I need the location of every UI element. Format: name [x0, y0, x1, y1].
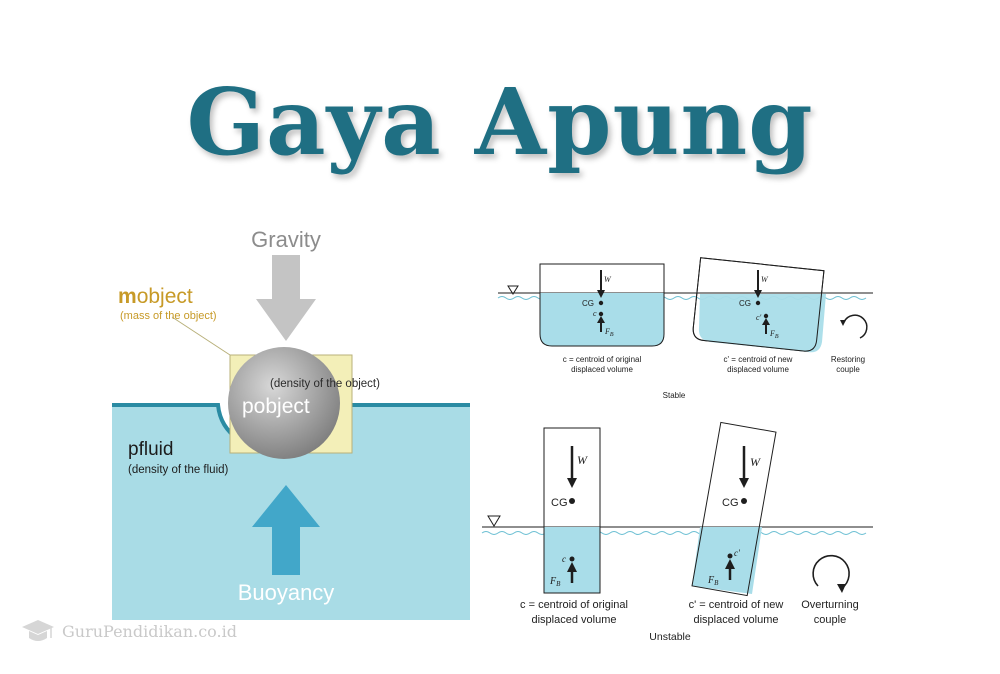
restoring-couple-head	[840, 320, 846, 326]
stable-caption-left-1: c = centroid of original	[563, 355, 642, 364]
stable-section: W CG c FB W CG c' FB	[497, 257, 873, 400]
watermark-text: GuruPendidikan.co.id	[62, 621, 237, 641]
unstable-label: Unstable	[649, 631, 691, 643]
page-title: Gaya Apung	[186, 68, 814, 176]
unstable-caption-left-1: c = centroid of original	[520, 599, 628, 611]
buoyancy-diagram-svg: Gravity mobject (mass of the object) (de…	[112, 215, 470, 620]
overturning-couple-head	[837, 584, 846, 593]
unstable-caption-mid-1: c' = centroid of new	[689, 599, 784, 611]
buoyancy-diagram: Gravity mobject (mass of the object) (de…	[112, 215, 470, 620]
stable-hull	[539, 263, 665, 347]
stability-diagram-svg: W CG c FB W CG c' FB	[481, 257, 873, 643]
unstable-buoyancy-head	[567, 562, 577, 572]
overturning-couple-icon	[812, 554, 850, 589]
stable-caption-left-2: displaced volume	[571, 365, 633, 374]
stable-tilted-weight-head	[754, 290, 762, 298]
stable-tilted-c: c'	[756, 313, 762, 322]
stable-w: W	[604, 275, 612, 284]
unstable-surface-marker	[487, 515, 501, 527]
unstable-w: W	[577, 453, 588, 467]
stable-c: c	[593, 309, 597, 318]
unstable-tilted-weight-head	[739, 478, 749, 488]
unstable-tilted-group	[691, 421, 777, 597]
stable-tilted-buoyancy-head	[762, 318, 770, 325]
buoyancy-text: Buoyancy	[238, 580, 335, 605]
mass-note: (mass of the object)	[120, 310, 217, 322]
unstable-tilted-w: W	[750, 455, 761, 469]
density-fluid-note: (density of the fluid)	[128, 464, 229, 476]
stability-diagram: W CG c FB W CG c' FB	[478, 250, 878, 650]
stable-tilted-outline-top	[692, 257, 825, 352]
unstable-tilted-buoyancy-head	[725, 559, 735, 569]
unstable-tilted-c-dot	[727, 553, 733, 559]
mobject-m: m	[118, 285, 137, 308]
unstable-caption-right-2: couple	[814, 614, 846, 626]
unstable-tilted-block	[691, 421, 777, 597]
unstable-fb: FB	[549, 576, 561, 588]
unstable-c: c	[562, 554, 566, 564]
watermark: GuruPendidikan.co.id	[20, 616, 237, 646]
stable-fb: FB	[604, 327, 614, 338]
unstable-block	[543, 427, 601, 594]
unstable-cg: CG	[551, 497, 568, 509]
unstable-tilted-submerged	[692, 527, 762, 594]
graduation-cap-icon	[22, 620, 54, 641]
gravity-arrow	[256, 255, 316, 341]
stable-c-dot	[598, 311, 604, 317]
pobject-label: pobject	[242, 395, 310, 418]
stable-surface-marker	[507, 285, 519, 295]
stable-tilted-fb: FB	[769, 329, 779, 340]
unstable-weight-head	[567, 478, 577, 488]
unstable-tilted-cg-dot	[741, 498, 747, 504]
stable-cg-dot	[598, 300, 604, 306]
stable-caption-right-1: Restoring	[831, 355, 865, 364]
restoring-couple-icon	[843, 314, 868, 339]
gravity-label: Gravity	[251, 227, 321, 252]
unstable-tilted-c: c'	[734, 548, 741, 558]
stable-buoyancy-head	[597, 316, 605, 323]
unstable-tilted-cg: CG	[722, 497, 739, 509]
stable-weight-head	[597, 290, 605, 298]
stable-tilted-hull-outline	[692, 257, 825, 352]
unstable-caption-right-1: Overturning	[801, 599, 858, 611]
unstable-caption-mid-2: displaced volume	[694, 614, 779, 626]
mobject-word: object	[137, 285, 193, 308]
unstable-caption-left-2: displaced volume	[532, 614, 617, 626]
stable-caption-mid-2: displaced volume	[727, 365, 789, 374]
stable-label: Stable	[663, 391, 686, 400]
stable-cg: CG	[582, 299, 594, 308]
unstable-tilted-fb: FB	[707, 575, 719, 587]
unstable-ripples	[481, 531, 867, 535]
stable-caption-mid-1: c' = centroid of new	[724, 355, 793, 364]
object-sphere	[228, 347, 340, 459]
stable-tilted-submerged	[698, 294, 826, 353]
stable-tilted-w: W	[761, 275, 769, 284]
stable-tilted-c-dot	[763, 313, 769, 319]
unstable-section: W CG c FB W CG c' FB	[481, 421, 873, 643]
stable-tilted-cg: CG	[739, 299, 751, 308]
buoyancy-arrow	[252, 485, 320, 575]
density-object-note: (density of the object)	[270, 378, 380, 390]
stable-tilted-cg-dot	[755, 300, 761, 306]
pfluid-label: pfluid	[128, 439, 173, 460]
unstable-cg-dot	[569, 498, 575, 504]
stable-caption-right-2: couple	[836, 365, 860, 374]
unstable-c-dot	[569, 556, 575, 562]
mobject-label: mobject	[118, 285, 193, 308]
mobject-leader	[171, 316, 231, 356]
